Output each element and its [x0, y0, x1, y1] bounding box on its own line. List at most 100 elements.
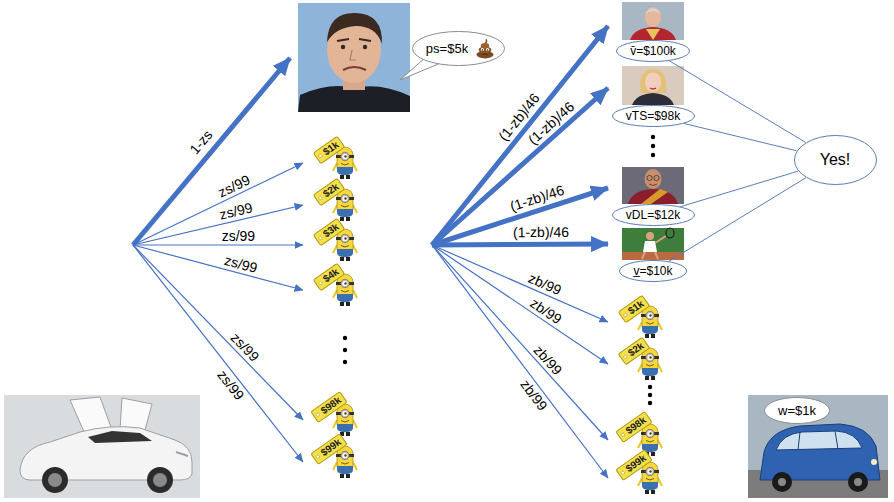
seller-portrait — [327, 13, 382, 44]
probability-label: (1-zb)/46 — [506, 181, 568, 215]
node-outline — [316, 413, 320, 417]
king-portrait — [622, 2, 684, 40]
connector-line — [680, 171, 798, 207]
seller-portrait — [298, 3, 410, 112]
node-outline — [311, 392, 347, 423]
node-text: v̲=$10k — [633, 264, 673, 278]
node-outline — [318, 154, 322, 158]
seller-portrait — [350, 50, 356, 60]
minion-figure — [333, 147, 662, 494]
cheap-car — [871, 459, 877, 465]
probability-label: (1-zb)/46 — [511, 224, 571, 240]
cheap-car — [778, 478, 786, 486]
cheap-car — [748, 395, 888, 498]
monk-portrait — [641, 189, 668, 204]
ellipsis-dots — [651, 153, 655, 157]
poop-icon — [480, 47, 483, 50]
price-tag: $1k — [313, 136, 346, 165]
cheap-car — [772, 472, 792, 492]
branch-arrow — [432, 245, 608, 478]
monk-portrait — [622, 167, 684, 204]
branch-arrow — [133, 245, 303, 462]
node-outline — [765, 397, 830, 423]
branch-arrow — [133, 163, 303, 245]
cheap-car — [760, 424, 880, 480]
probability-label: zb/99 — [516, 375, 552, 415]
node-outline — [794, 136, 876, 185]
node-outline — [318, 281, 322, 285]
tesla-car — [42, 467, 68, 493]
probability-label: zs/99 — [226, 328, 264, 366]
singer-portrait — [650, 88, 656, 89]
tennis-portrait — [622, 228, 684, 260]
branch-arrow — [432, 245, 608, 322]
tesla-car — [147, 467, 173, 493]
tennis-portrait — [655, 236, 666, 243]
tesla-car — [88, 431, 152, 443]
connector-line — [684, 123, 797, 150]
cheap-car — [854, 478, 862, 486]
ellipsis-dots — [648, 401, 652, 405]
node-outline — [621, 471, 625, 475]
node-outline — [313, 136, 344, 163]
seller-portrait — [298, 3, 410, 112]
value-oval: v̄=$100k — [616, 40, 690, 62]
poop-icon — [486, 47, 489, 50]
price-tag: $99k — [310, 433, 348, 465]
ellipsis-dots — [648, 385, 652, 389]
ellipsis-dots — [343, 336, 347, 340]
seller-portrait — [341, 45, 345, 49]
singer-portrait — [632, 93, 674, 105]
node-outline — [618, 337, 649, 364]
node-text: v̄=$100k — [630, 44, 676, 58]
branch-arrow — [432, 245, 608, 364]
poop-icon — [485, 39, 487, 43]
tesla-car — [48, 473, 62, 487]
node-outline — [318, 196, 322, 200]
node-outline — [616, 412, 652, 443]
node-text: Yes! — [820, 151, 851, 169]
seller-portrait — [337, 39, 349, 41]
node-text: w=$1k — [778, 403, 816, 418]
probability-label: zb/99 — [526, 294, 567, 329]
cheap-car — [776, 431, 862, 450]
branch-arrow — [432, 245, 608, 440]
singer-portrait — [622, 66, 684, 105]
node-outline — [620, 261, 687, 282]
tesla-car — [176, 452, 188, 456]
monk-portrait — [647, 175, 652, 180]
probability-label: zb/99 — [524, 269, 565, 299]
cheap-car — [748, 395, 888, 498]
value-oval: vDL=$12k — [612, 204, 695, 226]
tennis-portrait — [622, 252, 684, 260]
price-tag: $99k — [615, 449, 653, 481]
poop-icon — [480, 42, 489, 47]
poop-icon — [476, 39, 493, 58]
tennis-portrait — [622, 228, 684, 260]
price-tag: $98k — [615, 411, 653, 443]
node-outline — [318, 236, 322, 240]
seller-portrait — [359, 39, 371, 41]
singer-portrait — [640, 69, 666, 93]
ellipsis-dots — [648, 393, 652, 397]
value-oval: v̲=$10k — [619, 260, 687, 282]
probability-label: zs/99 — [220, 228, 257, 244]
connector-line — [669, 61, 805, 143]
node-outline — [313, 263, 344, 290]
price-tag: $98k — [310, 391, 348, 423]
speech-bubble: w=$1k — [764, 397, 830, 424]
probability-label: zb/99 — [529, 340, 567, 379]
node-outline — [316, 455, 320, 459]
probability-label: 1-zs — [185, 126, 217, 160]
value-oval: vTS=$98k — [612, 105, 695, 127]
branch-arrow — [432, 88, 608, 245]
tennis-portrait — [642, 252, 658, 259]
singer-portrait — [645, 70, 661, 78]
node-outline — [313, 178, 344, 205]
tesla-car — [4, 395, 200, 498]
price-tag: $4k — [313, 263, 346, 292]
price-tag: $2k — [618, 337, 651, 366]
